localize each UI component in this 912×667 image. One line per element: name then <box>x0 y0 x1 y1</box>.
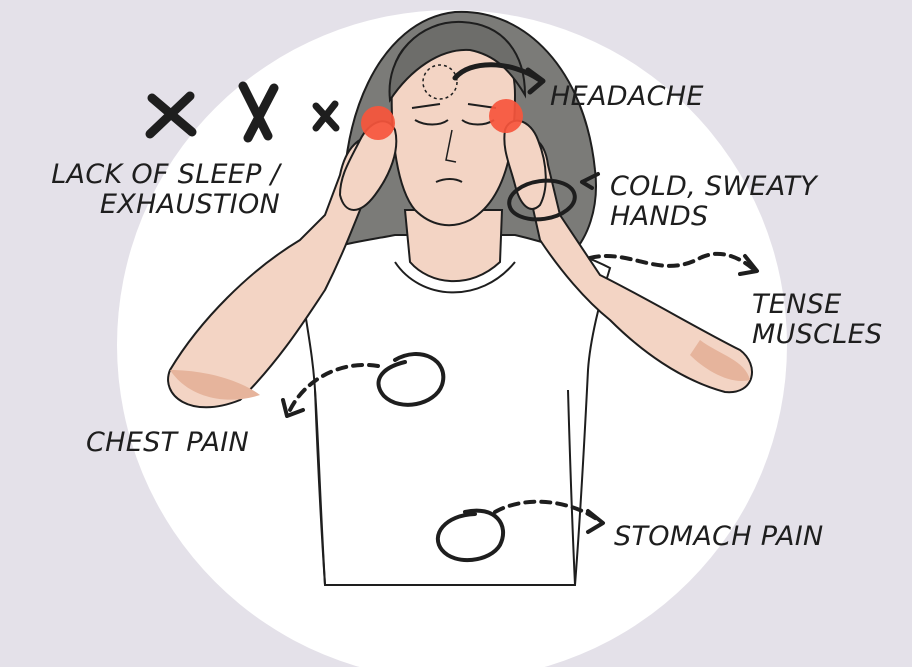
stomach-pain-label: STOMACH PAIN <box>614 522 824 552</box>
cold-sweaty-hands-label: COLD, SWEATY HANDS <box>610 172 817 232</box>
headache-label: HEADACHE <box>550 82 704 112</box>
tense-muscles-label: TENSE MUSCLES <box>752 290 882 350</box>
chest-pain-label: CHEST PAIN <box>86 428 249 458</box>
shirt <box>300 235 610 585</box>
lack-of-sleep-label: LACK OF SLEEP / EXHAUSTION <box>6 160 280 220</box>
right-temple-pain-spot <box>489 99 523 133</box>
left-temple-pain-spot <box>361 106 395 140</box>
